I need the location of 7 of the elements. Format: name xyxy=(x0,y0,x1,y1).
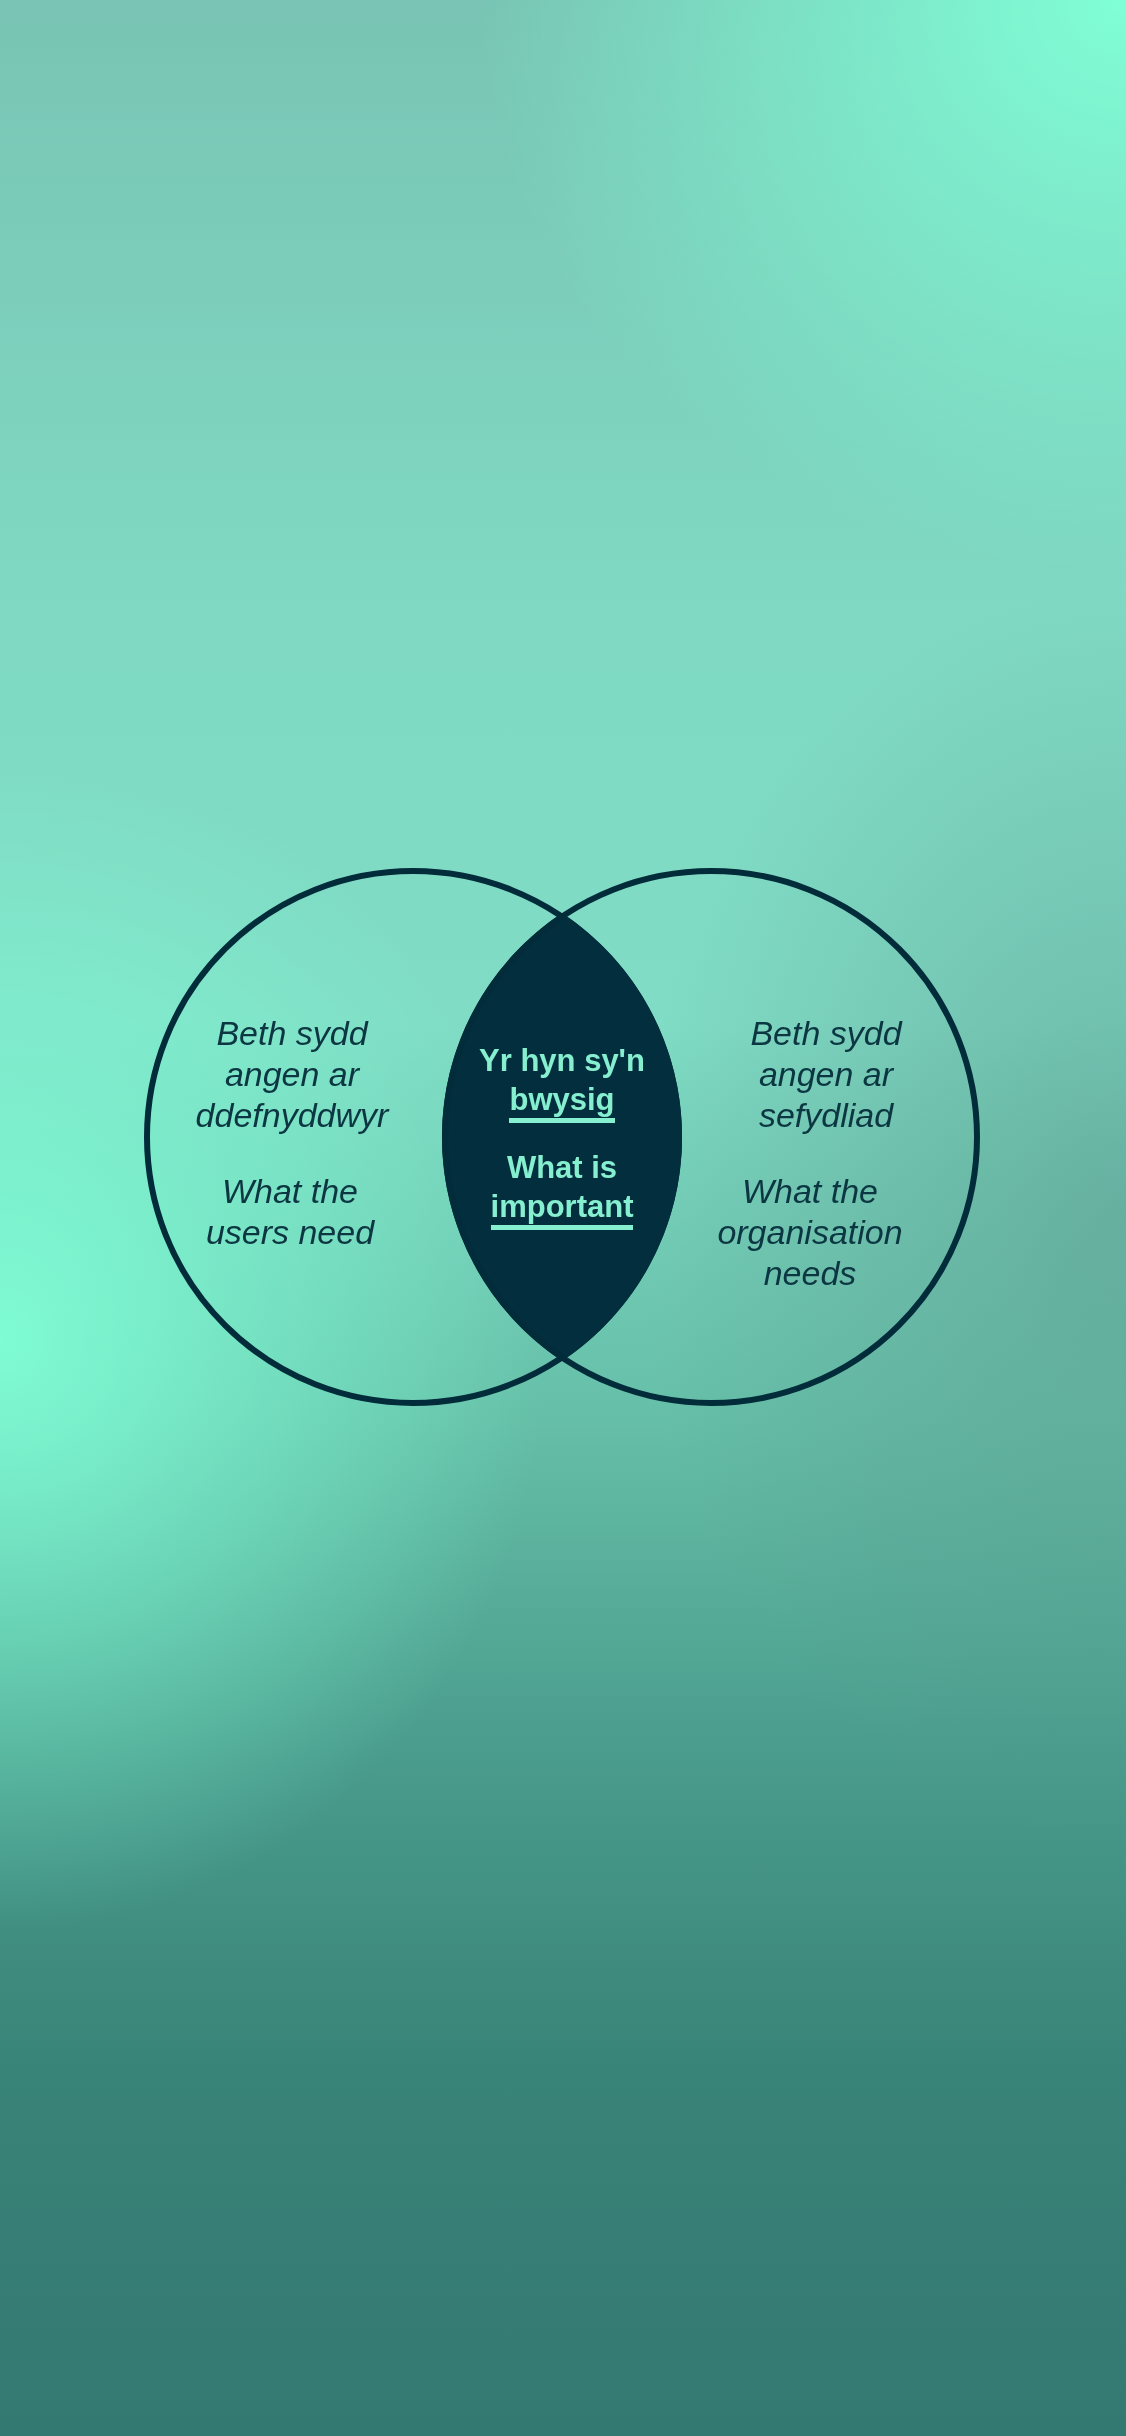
circle-label: Beth sydd angen ar sefydliad xyxy=(749,1013,904,1136)
circle-label: What the users need xyxy=(204,1171,376,1253)
venn-circle xyxy=(442,868,980,1406)
circle-label: What the organisation needs xyxy=(716,1171,904,1294)
circle-label: Beth sydd angen ar ddefnyddwyr xyxy=(194,1013,391,1136)
overlap-label: What is important xyxy=(489,1149,635,1226)
overlap-label: Yr hyn sy'n bwysig xyxy=(478,1042,646,1119)
